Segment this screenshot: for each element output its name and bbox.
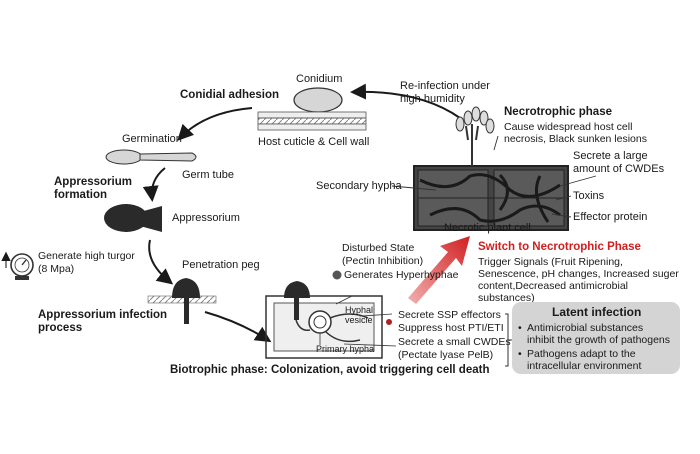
latent-infection-box — [512, 302, 680, 374]
suppress-label: Suppress host PTI/ETI — [398, 322, 504, 334]
latent-bullet-1: • — [518, 322, 522, 334]
small-cwde-line1: Secrete a small CWDEs — [398, 336, 511, 348]
effector-protein-label: Effector protein — [573, 211, 648, 223]
switch-title: Switch to Necrotrophic Phase — [478, 241, 641, 253]
cwde-line2: amount of CWDEs — [573, 163, 665, 175]
necrotic-cell-label: Necrotic plant cell — [444, 222, 531, 234]
disturbed-line2: (Pectin Inhibition) — [342, 255, 424, 267]
turgor-line2: (8 Mpa) — [38, 263, 75, 275]
reinfection-line2: high humidity — [400, 93, 465, 105]
germ-tube-shape — [105, 149, 197, 165]
biotrophic-phase-label: Biotrophic phase: Colonization, avoid tr… — [170, 364, 490, 376]
germination-label: Germination — [122, 133, 182, 145]
arrow-to-germination — [177, 107, 253, 141]
conidium-label: Conidium — [296, 73, 343, 85]
primary-hypha-label: Primary hypha — [316, 344, 375, 354]
arrow-peg-to-biotrophic — [204, 311, 272, 343]
trigger-line2: Senescence, pH changes, Increased suger — [478, 268, 679, 280]
disturbed-bullet — [332, 270, 342, 280]
penetration-peg-label: Penetration peg — [182, 259, 260, 271]
necrotic-cell — [413, 165, 569, 231]
reinfection-line1: Re-infection under — [400, 80, 490, 92]
necrotic-callouts — [391, 135, 597, 218]
conidium-spore — [293, 87, 343, 113]
switch-arrow — [408, 236, 470, 304]
trigger-line3: content,Decreased antimicrobial — [478, 280, 628, 292]
arrow-germtube-to-appressorium — [142, 167, 166, 202]
latent-item1-line1: Antimicrobial substances — [527, 322, 644, 334]
necro-desc-line1: Cause widespread host cell — [504, 121, 633, 133]
latent-item1-line2: inhibit the growth of pathogens — [527, 334, 671, 346]
secondary-hypha-label: Secondary hypha — [316, 180, 402, 192]
hyphal-vesicle-line1: Hyphal — [345, 305, 374, 315]
pressure-gauge-icon — [1, 251, 34, 280]
conidial-adhesion-label: Conidial adhesion — [180, 89, 280, 101]
turgor-line1: Generate high turgor — [38, 250, 135, 262]
effector-callouts — [319, 295, 397, 347]
host-cuticle-layers — [257, 111, 367, 131]
effector-dot — [386, 319, 392, 325]
host-cuticle-label: Host cuticle & Cell wall — [258, 136, 370, 148]
infection-process-line2: process — [38, 322, 83, 334]
infection-process-line1: Appressorium infection — [38, 309, 168, 321]
ssp-label: Secrete SSP effectors — [398, 309, 501, 321]
conidiophore — [455, 106, 495, 166]
small-cwde-line2: (Pectate lyase PelB) — [398, 349, 494, 361]
hyperhyphae-label: Generates Hyperhyphae — [344, 269, 459, 281]
latent-infection-title: Latent infection — [552, 305, 642, 319]
trigger-line1: Trigger Signals (Fruit Ripening, — [478, 256, 623, 268]
toxins-label: Toxins — [573, 190, 605, 202]
latent-bullet-2: • — [518, 348, 522, 360]
latent-item2-line1: Pathogens adapt to the — [527, 348, 636, 360]
arrow-reinfection — [350, 83, 461, 119]
biotrophic-cell — [265, 281, 383, 359]
appressorium-label: Appressorium — [172, 212, 240, 224]
biotrophic-bracket — [505, 313, 512, 367]
disturbed-line1: Disturbed State — [342, 242, 415, 254]
trigger-line4: substances) — [478, 292, 535, 304]
germ-tube-label: Germ tube — [182, 169, 234, 181]
hyphal-vesicle-line2: vesicle — [345, 315, 373, 325]
cwde-line1: Secrete a large — [573, 150, 648, 162]
appressorium-formation-line2: formation — [54, 189, 108, 201]
necro-desc-line2: necrosis, Black sunken lesions — [504, 133, 647, 145]
appressorium-shape — [104, 204, 162, 232]
arrow-appressorium-to-peg — [148, 239, 174, 285]
penetration-peg-shape — [147, 278, 217, 324]
necrotrophic-phase-title: Necrotrophic phase — [504, 106, 612, 118]
latent-item2-line2: intracellular environment — [527, 360, 642, 372]
appressorium-formation-line1: Appressorium — [54, 176, 132, 188]
